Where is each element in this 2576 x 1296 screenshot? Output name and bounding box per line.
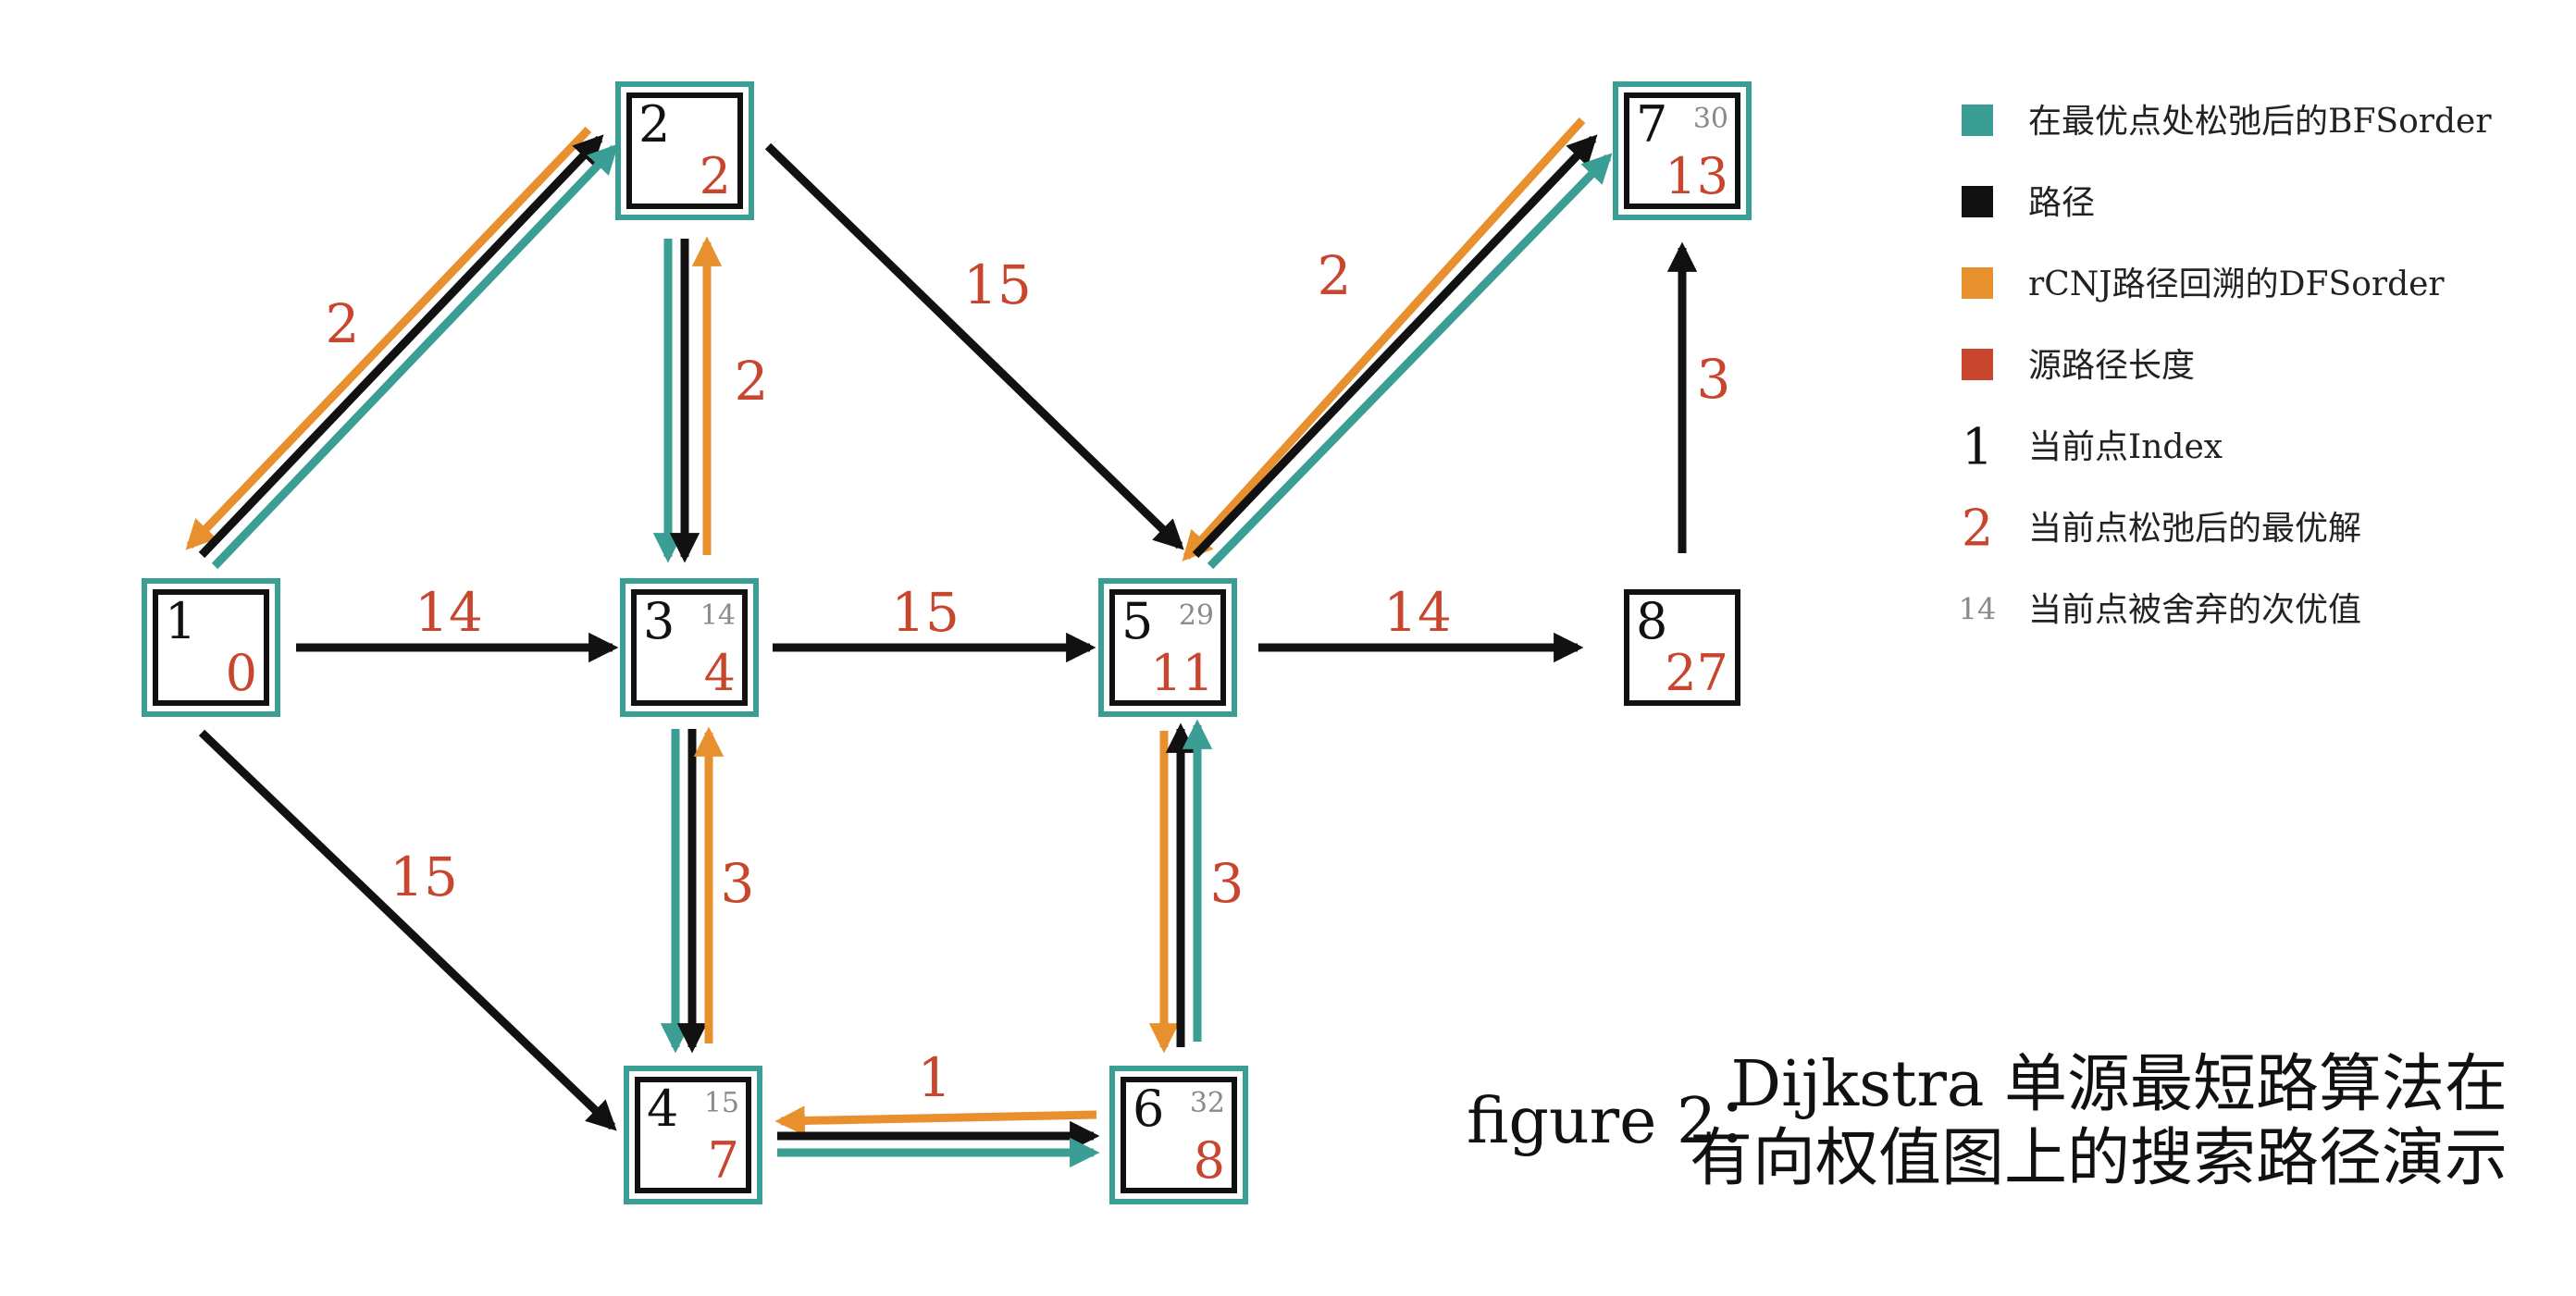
- node-6: 68 32: [1109, 1066, 1248, 1204]
- legend-item-2: 路径: [1962, 184, 2095, 222]
- node-4-box: [635, 1077, 751, 1193]
- edge-weight-3-5: 15: [891, 581, 960, 644]
- node-8-value: 27: [1665, 644, 1728, 702]
- figure-caption: figure 2： Dijkstra 单源最短路算法在 有向权值图上的搜索路径演…: [1467, 1048, 2508, 1195]
- legend-label: 在最优点处松弛后的BFSorder: [2028, 103, 2492, 141]
- legend-item-3: rCNJ路径回溯的DFSorder: [1962, 265, 2445, 303]
- legend-item-7: 14 当前点被舍弃的次优值: [1959, 591, 2361, 629]
- legend-label: 当前点被舍弃的次优值: [2028, 591, 2361, 629]
- arrow-bfs-1-to-2: [211, 143, 619, 570]
- node-2-value: 2: [700, 147, 731, 205]
- node-6-alt: 32: [1190, 1087, 1225, 1119]
- node-2-index: 2: [638, 95, 670, 154]
- edge-weight-1-2: 2: [326, 292, 360, 355]
- node-5: 511 29: [1098, 578, 1237, 717]
- legend-marker-text: 2: [1962, 499, 1993, 557]
- legend-marker-text: 14: [1959, 592, 1997, 627]
- edge-weight-5-7: 2: [1318, 244, 1352, 307]
- node-1-value: 0: [226, 644, 257, 702]
- legend-swatch-bfs: [1962, 105, 1993, 136]
- node-7-value: 13: [1665, 147, 1728, 205]
- caption-line2: 有向权值图上的搜索路径演示: [1690, 1122, 2508, 1195]
- arrow-dfs-7-to-5: [1182, 117, 1586, 562]
- edge-weight-1-3: 14: [415, 581, 483, 644]
- legend-label: 当前点Index: [2028, 428, 2223, 466]
- legend-item-6: 2 当前点松弛后的最优解: [1962, 499, 2361, 557]
- node-4-alt: 15: [704, 1087, 739, 1119]
- legend-label: 源路径长度: [2028, 347, 2195, 385]
- edge-weight-8-7: 3: [1697, 348, 1731, 411]
- node-8-box: [1624, 589, 1740, 706]
- legend-item-4: 源路径长度: [1962, 347, 2195, 385]
- node-8-index: 8: [1636, 592, 1667, 650]
- arrow-path-1-to-4: [198, 729, 617, 1131]
- edge-weight-2-3: 2: [735, 350, 769, 413]
- caption-line1: Dijkstra 单源最短路算法在: [1731, 1048, 2508, 1121]
- legend-label: rCNJ路径回溯的DFSorder: [2028, 265, 2445, 303]
- node-7-bfs-frame: [1613, 81, 1752, 220]
- node-2-box: [626, 93, 743, 209]
- arrow-path-5-to-7: [1192, 134, 1598, 559]
- legend-swatch-dfs: [1962, 267, 1993, 299]
- node-5-value: 11: [1150, 644, 1214, 702]
- node-5-index: 5: [1121, 592, 1153, 650]
- node-5-bfs-frame: [1098, 578, 1237, 717]
- edge-weights: 2 14 15 2 15 15 3 1 3 2 14 3: [326, 244, 1731, 1109]
- edge-weight-3-4: 3: [721, 852, 755, 915]
- arrow-path-1-to-2: [198, 134, 604, 559]
- node-1: 10: [142, 578, 280, 717]
- node-7-alt: 30: [1693, 103, 1728, 135]
- node-6-index: 6: [1133, 1080, 1164, 1138]
- node-8: 827: [1624, 589, 1740, 706]
- node-3-alt: 14: [700, 599, 736, 632]
- node-5-box: [1109, 589, 1226, 706]
- node-3-bfs-frame: [620, 578, 759, 717]
- caption-prefix: figure 2：: [1467, 1085, 1779, 1158]
- legend-swatch-path: [1962, 186, 1993, 217]
- edge-arrows: [185, 117, 1698, 1168]
- node-4-bfs-frame: [624, 1066, 762, 1204]
- node-7: 713 30: [1613, 81, 1752, 220]
- edge-weight-6-5: 3: [1210, 852, 1245, 915]
- node-4-value: 7: [708, 1131, 739, 1190]
- node-7-index: 7: [1636, 95, 1667, 154]
- node-6-value: 8: [1194, 1131, 1225, 1190]
- legend-item-1: 在最优点处松弛后的BFSorder: [1962, 103, 2492, 141]
- edge-weight-5-8: 14: [1383, 581, 1452, 644]
- legend-item-5: 1 当前点Index: [1962, 417, 2223, 475]
- node-6-box: [1121, 1077, 1237, 1193]
- node-2-bfs-frame: [615, 81, 754, 220]
- node-3-index: 3: [643, 592, 675, 650]
- edge-weight-4-6: 1: [918, 1046, 952, 1109]
- legend-label: 路径: [2028, 184, 2095, 222]
- node-5-alt: 29: [1179, 599, 1214, 632]
- legend-swatch-len: [1962, 349, 1993, 380]
- node-4: 47 15: [624, 1066, 762, 1204]
- edge-weight-2-5: 15: [963, 253, 1032, 316]
- node-2: 22: [615, 81, 754, 220]
- node-1-bfs-frame: [142, 578, 280, 717]
- arrow-dfs-2-to-1: [185, 126, 592, 550]
- node-6-bfs-frame: [1109, 1066, 1248, 1204]
- arrow-bfs-5-to-7: [1207, 153, 1613, 570]
- node-3-box: [631, 589, 748, 706]
- edge-weight-1-4: 15: [390, 845, 458, 908]
- node-1-box: [153, 589, 269, 706]
- node-4-index: 4: [647, 1080, 678, 1138]
- node-3-value: 4: [704, 644, 736, 702]
- arrow-path-2-to-5: [764, 142, 1184, 550]
- node-7-box: [1624, 93, 1740, 209]
- legend-marker-text: 1: [1962, 417, 1993, 475]
- legend: 在最优点处松弛后的BFSorder 路径 rCNJ路径回溯的DFSorder 源路径长…: [1959, 103, 2493, 629]
- legend-label: 当前点松弛后的最优解: [2028, 510, 2361, 548]
- node-1-index: 1: [165, 592, 196, 650]
- arrow-dfs-6-to-4: [774, 1105, 1097, 1136]
- node-3: 34 14: [620, 578, 759, 717]
